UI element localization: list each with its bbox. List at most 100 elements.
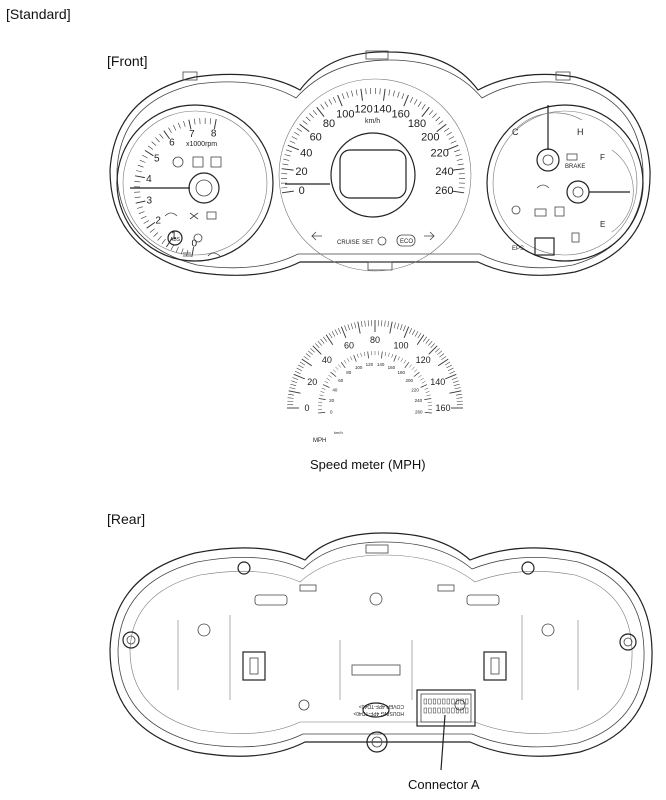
dial-tick xyxy=(287,144,300,151)
dial-tick xyxy=(287,400,294,402)
dial-tick xyxy=(457,163,464,166)
connector-pin xyxy=(446,698,450,705)
front-view-label: [Front] xyxy=(107,53,148,69)
dial-tick xyxy=(445,373,457,380)
gear-indicator xyxy=(534,237,555,256)
dial-tick xyxy=(140,215,147,219)
dial-tick xyxy=(328,332,333,339)
dial-tick xyxy=(332,369,337,373)
dial-tick xyxy=(288,393,295,396)
dial-tick xyxy=(421,381,426,384)
dial-tick xyxy=(454,387,461,390)
door-open-icon xyxy=(207,252,221,257)
dial-tick xyxy=(436,123,447,132)
set-label: SET xyxy=(362,240,374,246)
connector-a-label: Connector A xyxy=(408,777,480,792)
dial-tick xyxy=(453,383,460,386)
turn-right-icon xyxy=(424,231,435,241)
dial-tick xyxy=(138,211,145,214)
speed-number: 120 xyxy=(354,104,372,116)
dial-tick xyxy=(413,99,418,105)
dial-tick xyxy=(209,118,211,125)
dial-tick xyxy=(305,116,311,122)
dial-tick xyxy=(414,331,419,337)
mph-inner-number: 220 xyxy=(411,388,419,393)
dial-tick xyxy=(292,377,299,380)
dial-tick xyxy=(326,378,330,381)
dial-tick xyxy=(338,364,341,368)
dial-tick xyxy=(424,412,432,414)
dial-tick xyxy=(286,149,292,153)
dial-tick xyxy=(357,321,361,334)
tach-number: 2 xyxy=(155,216,161,227)
dial-tick xyxy=(321,387,326,390)
parking-brake-icon xyxy=(193,233,203,243)
dial-tick xyxy=(350,323,353,330)
connector-pin xyxy=(442,698,446,705)
dial-tick xyxy=(168,127,172,134)
dial-tick xyxy=(413,369,418,373)
dial-tick xyxy=(318,398,326,400)
dial-tick xyxy=(331,331,336,337)
dial-tick xyxy=(291,136,298,140)
connector-pin xyxy=(432,698,437,705)
dial-tick xyxy=(317,340,322,346)
dial-tick xyxy=(387,321,390,328)
dial-tick xyxy=(135,175,145,179)
dial-tick xyxy=(183,121,186,127)
dial-tick xyxy=(438,120,444,125)
dial-tick xyxy=(301,358,313,367)
dial-tick xyxy=(458,187,465,189)
dial-tick xyxy=(351,90,354,97)
rear-view-label: [Rear] xyxy=(107,511,146,527)
dial-tick xyxy=(337,94,343,107)
dial-tick xyxy=(397,356,400,361)
dial-tick xyxy=(437,358,449,367)
dial-tick xyxy=(350,356,353,361)
dial-tick xyxy=(328,374,332,378)
connector-pin xyxy=(423,707,427,714)
cruise-icon xyxy=(377,236,387,246)
dial-tick xyxy=(365,88,367,95)
connector-pin xyxy=(446,707,450,714)
dial-tick xyxy=(452,190,465,194)
mph-number: 160 xyxy=(435,403,450,413)
mph-inner-number: 40 xyxy=(332,388,338,393)
dial-tick xyxy=(284,154,291,157)
dial-tick xyxy=(409,364,412,368)
speed-number: 0 xyxy=(299,185,305,197)
dial-tick xyxy=(383,88,386,101)
dial-tick xyxy=(420,384,428,388)
mph-inner-number: 100 xyxy=(355,365,363,370)
housing-text: HOUSING 4PF-TD40> xyxy=(353,710,404,716)
eco-badge xyxy=(396,234,416,247)
dial-tick xyxy=(454,149,460,153)
dial-tick xyxy=(299,123,310,132)
mph-inner-number: 200 xyxy=(406,378,414,383)
dial-tick xyxy=(397,91,400,98)
airbag-icon xyxy=(189,212,199,220)
dial-tick xyxy=(446,364,452,369)
dial-tick xyxy=(391,353,394,358)
speed-number: 140 xyxy=(373,104,391,116)
dial-tick xyxy=(135,200,146,204)
dial-tick xyxy=(330,371,337,377)
dial-tick xyxy=(294,132,300,136)
cover-text: COVER 4PF-TD40> xyxy=(359,703,404,709)
connector-pin xyxy=(432,707,437,714)
dial-tick xyxy=(347,324,350,331)
dial-tick xyxy=(443,128,450,132)
dial-tick xyxy=(400,324,403,331)
fuel-empty-label: E xyxy=(600,220,605,229)
dial-tick xyxy=(422,336,427,342)
speed-number: 20 xyxy=(295,166,307,178)
dial-tick xyxy=(173,124,177,131)
dial-tick xyxy=(157,235,162,241)
dial-tick xyxy=(439,353,445,358)
dial-tick xyxy=(287,397,294,399)
dial-tick xyxy=(139,159,146,163)
mph-number: 80 xyxy=(370,335,380,345)
